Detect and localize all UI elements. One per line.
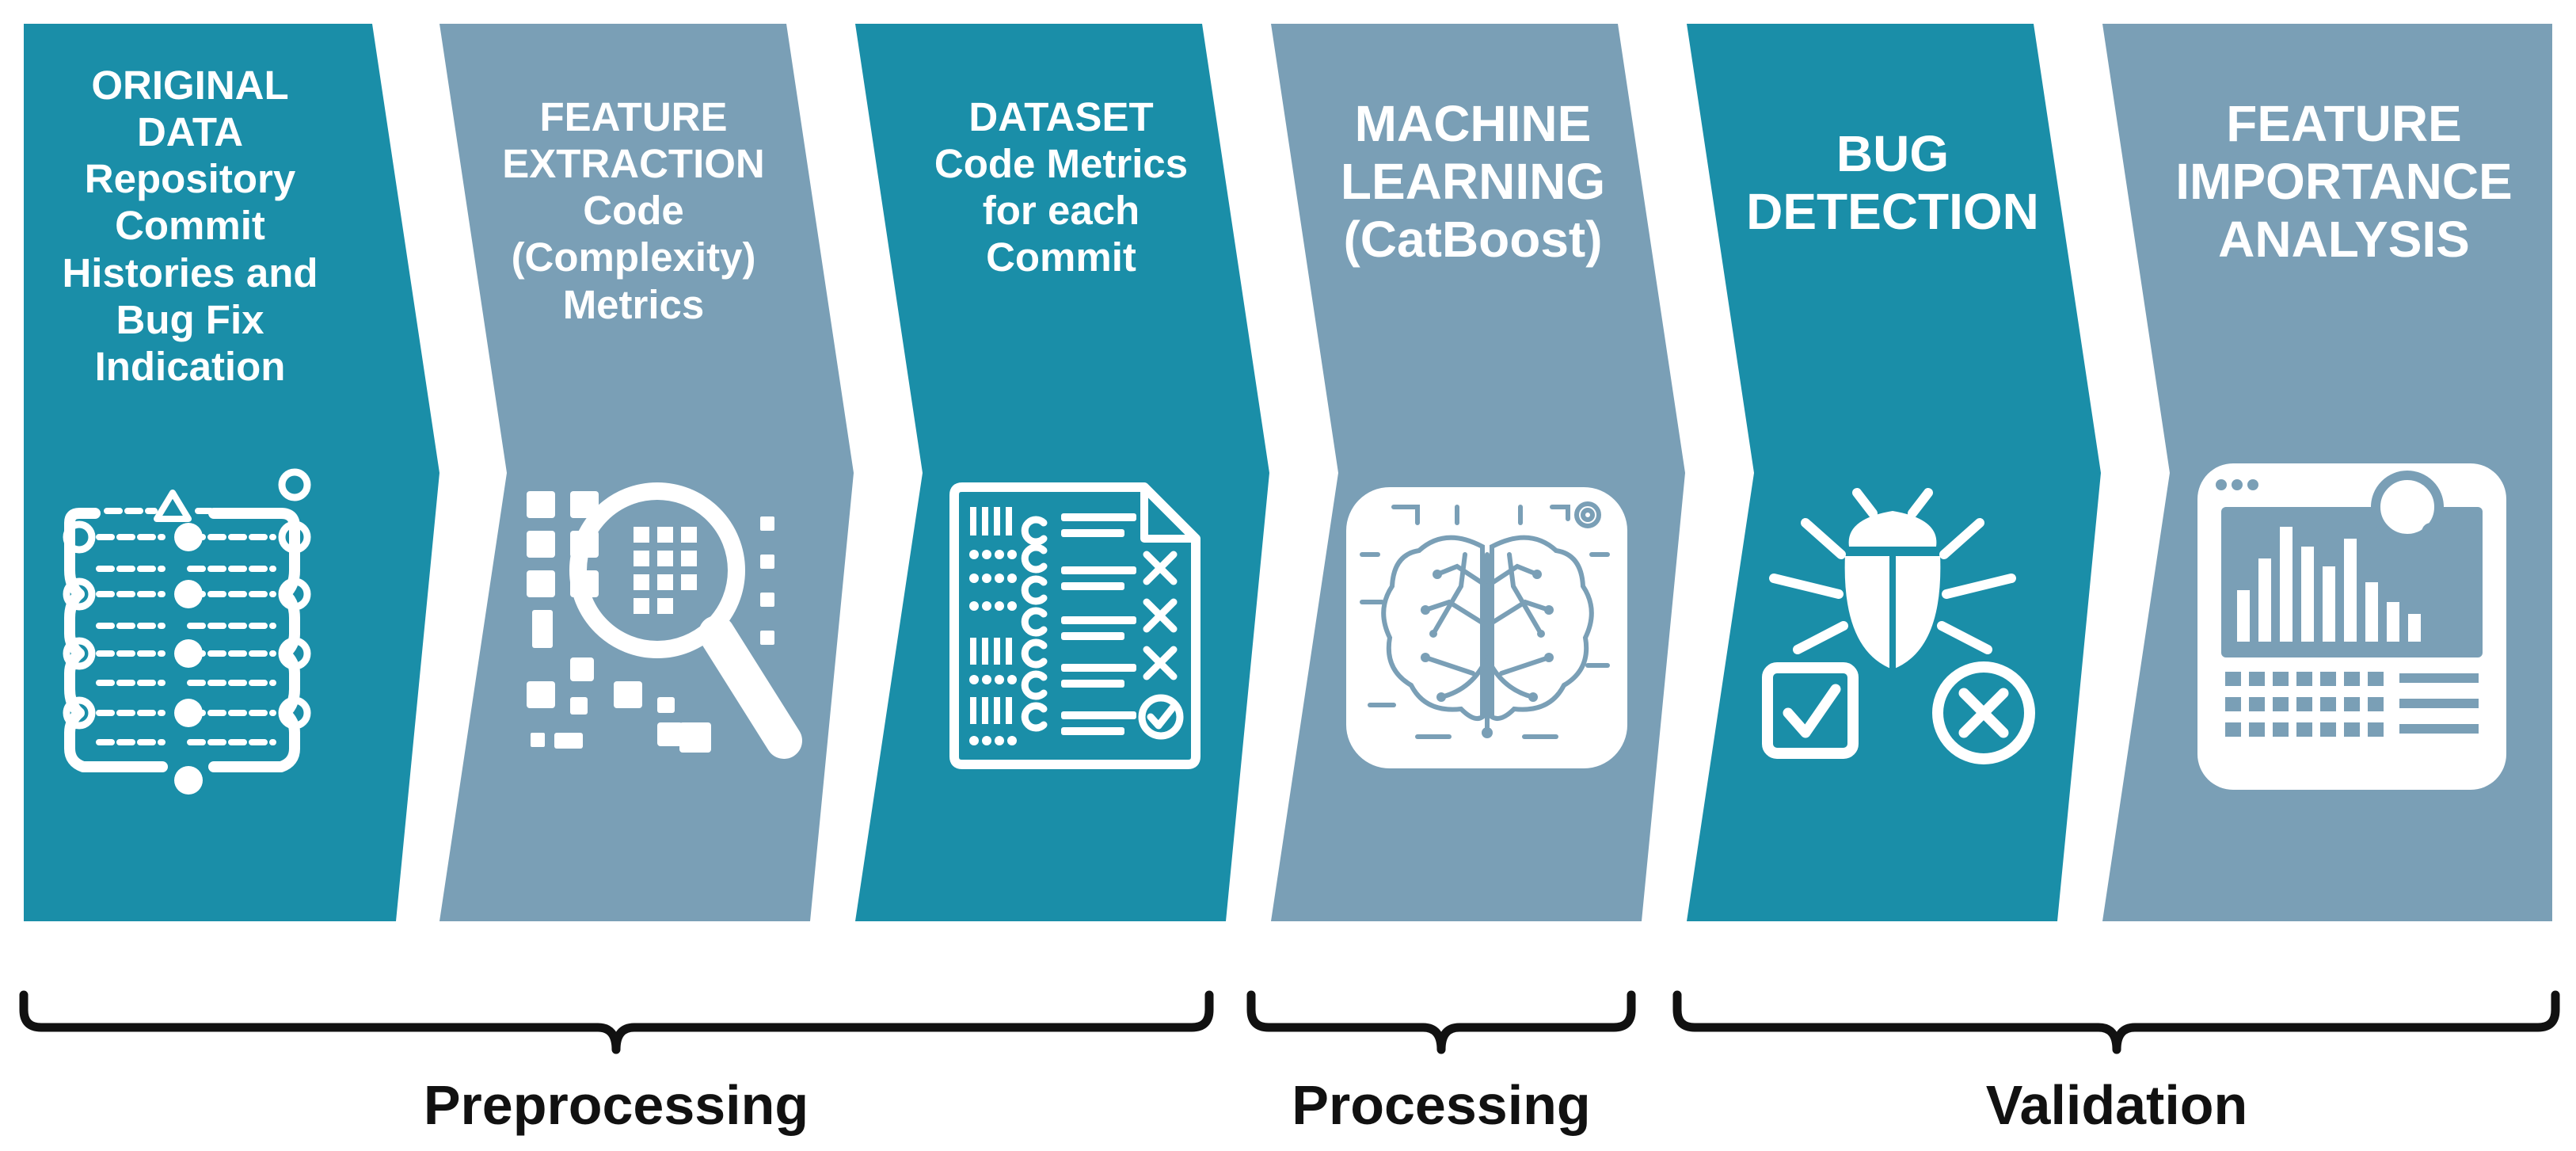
commit-history-icon	[63, 468, 311, 795]
step-title-line: Commit	[986, 234, 1136, 280]
step-title-feature-importance: FEATURE IMPORTANCE ANALYSIS	[2146, 95, 2542, 269]
brace-preprocessing	[19, 990, 1214, 1054]
checklist-document-icon	[949, 482, 1200, 769]
step-title-machine-learning: MACHINE LEARNING (CatBoost)	[1322, 95, 1623, 269]
step-title-line: Commit	[115, 203, 265, 249]
step-title-line: IMPORTANCE	[2175, 152, 2513, 210]
step-title-line: (CatBoost)	[1343, 210, 1603, 268]
step-title-bug-detection: BUG DETECTION	[1718, 125, 2067, 241]
step-title-line: ANALYSIS	[2218, 210, 2470, 268]
step-title-line: LEARNING	[1340, 152, 1606, 210]
bug-check-icon	[1762, 488, 2035, 764]
brain-circuit-icon	[1346, 487, 1627, 768]
step-title-line: EXTRACTION	[502, 141, 765, 187]
step-title-line: FEATURE	[2226, 95, 2462, 152]
step-title-line: Code	[583, 188, 684, 234]
step-title-line: Histories and	[62, 250, 318, 295]
step-title-line: Repository	[84, 156, 296, 202]
step-title-line: DATA	[136, 109, 244, 155]
step-title-line: (Complexity)	[511, 234, 756, 280]
step-title-feature-extraction: FEATURE EXTRACTION Code (Complexity) Met…	[491, 93, 776, 328]
step-title-line: MACHINE	[1354, 95, 1592, 152]
brace-processing	[1246, 990, 1636, 1054]
step-title-dataset: DATASET Code Metrics for each Commit	[907, 93, 1216, 281]
step-title-line: FEATURE	[539, 94, 728, 139]
step-title-line: Metrics	[562, 281, 705, 327]
step-title-line: Bug Fix	[116, 296, 264, 342]
phase-label-validation: Validation	[1985, 1074, 2248, 1136]
step-title-line: ORIGINAL	[91, 63, 289, 108]
step-title-line: DETECTION	[1746, 182, 2039, 240]
step-title-original-data: ORIGINAL DATA Repository Commit Historie…	[24, 62, 356, 390]
phase-label-processing: Processing	[1292, 1074, 1591, 1136]
phase-label-preprocessing: Preprocessing	[423, 1074, 809, 1136]
magnifier-code-icon	[527, 482, 802, 759]
step-title-line: Code Metrics	[934, 141, 1189, 187]
step-title-line: Indication	[94, 343, 286, 389]
step-title-line: BUG	[1836, 125, 1950, 182]
chevron-original-data	[24, 24, 439, 921]
brace-validation	[1672, 990, 2560, 1054]
step-title-line: DATASET	[968, 94, 1154, 139]
analytics-chart-icon	[2197, 463, 2506, 790]
step-title-line: for each	[982, 188, 1140, 234]
